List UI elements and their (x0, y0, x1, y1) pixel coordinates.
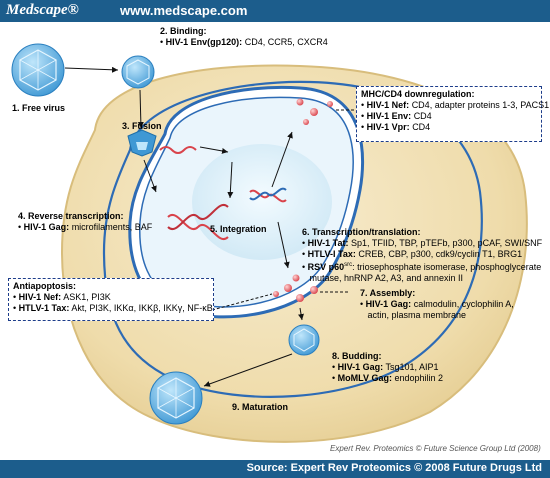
label-assembly: 7. Assembly: • HIV-1 Gag: calmodulin, cy… (360, 288, 514, 320)
protein-dots-assembly (273, 274, 318, 302)
protein-dots-top (296, 98, 333, 125)
antiapoptosis-box: Antiapoptosis: • HIV-1 Nef: ASK1, PI3K •… (8, 278, 214, 321)
binding-virus (121, 55, 155, 89)
viral-dna-helix (167, 203, 229, 241)
label-free-virus: 1. Free virus (12, 103, 66, 113)
bottom-banner: Source: Expert Rev Proteomics © 2008 Fut… (0, 460, 550, 478)
figure-credit: Expert Rev. Proteomics © Future Science … (330, 444, 541, 453)
nucleolus (192, 144, 332, 260)
label-fusion: 3. Fusion (122, 121, 162, 131)
hiv-lifecycle-diagram (11, 43, 528, 443)
mature-virus (149, 371, 203, 425)
integrated-dna (249, 187, 287, 203)
label-binding: 2. Binding: • HIV-1 Env(gp120): CD4, CCR… (160, 26, 328, 47)
site-url[interactable]: www.medscape.com (120, 3, 248, 18)
label-integration: 5. Integration (210, 224, 267, 234)
label-transcription: 6. Transcription/translation: • HIV-1 Ta… (302, 227, 543, 283)
label-maturation: 9. Maturation (232, 402, 289, 412)
medscape-logo[interactable]: Medscape® (6, 2, 79, 18)
label-budding: 8. Budding: • HIV-1 Gag: Tsg101, AIP1 • … (332, 351, 444, 383)
flow-arrows (64, 66, 304, 387)
mhc-downregulation-box: MHC/CD4 downregulation: • HIV-1 Nef: CD4… (356, 86, 549, 142)
top-banner: Medscape® www.medscape.com (0, 0, 550, 22)
label-reverse-transcription: 4. Reverse transcription: • HIV-1 Gag: m… (18, 211, 153, 232)
dashed-connectors (211, 109, 358, 311)
viral-rna (159, 146, 197, 154)
fusion-virus (127, 129, 157, 157)
source-text: Source: Expert Rev Proteomics © 2008 Fut… (246, 462, 542, 474)
budding-virus (288, 324, 320, 356)
free-virus (11, 43, 65, 97)
